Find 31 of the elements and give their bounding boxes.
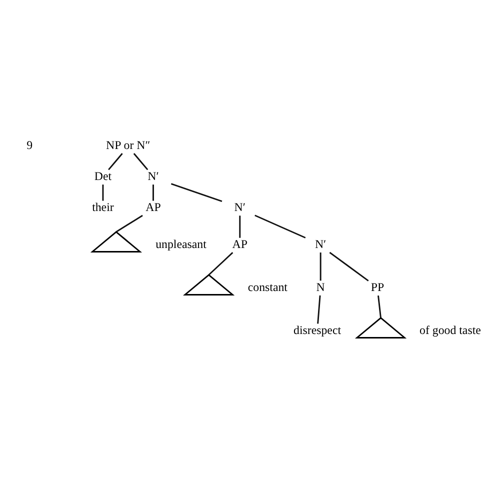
connector [320,252,322,281]
node-text: N′ [148,168,159,183]
node-text: N′ [314,237,326,252]
connector [208,252,234,276]
label: 9 [26,138,33,152]
node-text: AP [146,200,161,214]
connector [152,184,154,201]
connector [116,214,143,233]
connector [378,295,382,318]
node-text: NP or N″ [106,138,150,152]
node-text: their [92,200,114,214]
connector [102,184,104,201]
node-text: disrespect [294,323,342,338]
node-text: AP [232,237,248,252]
node-text: N′ [234,200,246,214]
connector [239,216,241,238]
node-label: unpleasant [156,237,206,252]
node-text: N [316,280,325,294]
node-triangle [182,274,235,296]
node-text: Det [94,168,112,183]
connector [329,252,369,282]
node-triangle [354,316,407,338]
node-triangle [90,230,142,252]
node-text: PP [370,280,384,294]
node-label: of good taste [420,323,481,338]
connector [108,153,123,170]
connector [254,214,306,238]
connector [170,183,222,202]
connector [317,295,321,324]
node-label: constant [248,280,288,294]
connector [133,153,148,170]
